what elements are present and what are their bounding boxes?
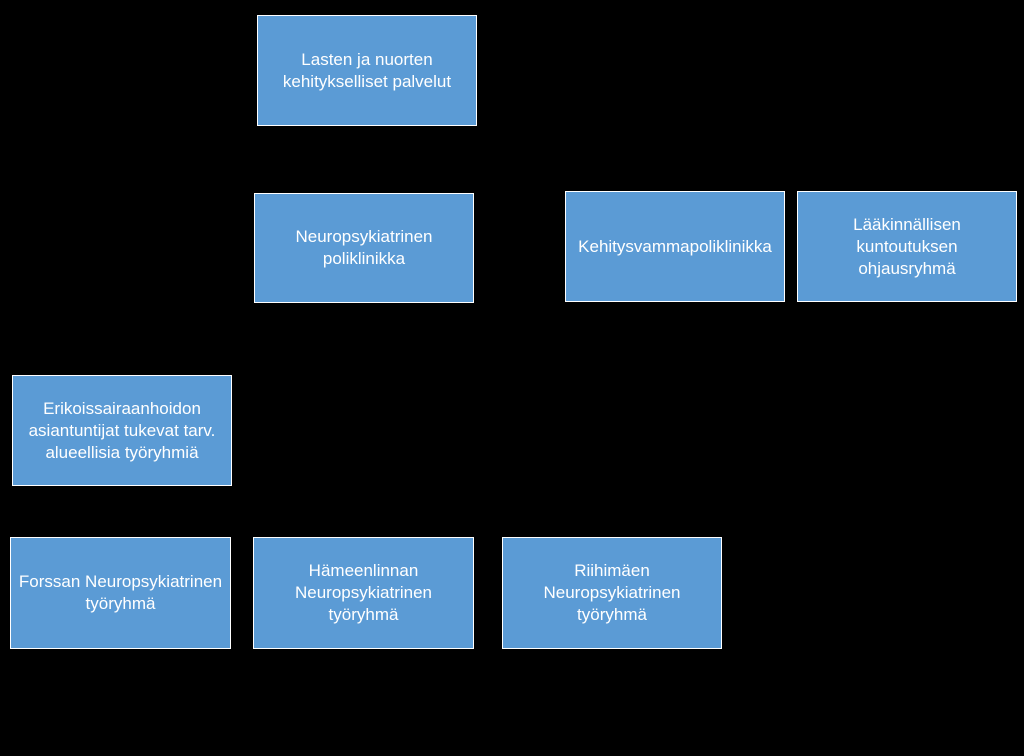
medical-rehabilitation-group-node: Lääkinnällisen kuntoutuksen ohjausryhmä xyxy=(797,191,1017,302)
root-node: Lasten ja nuorten kehitykselliset palvel… xyxy=(257,15,477,126)
forssa-team-node: Forssan Neuropsykiatrinen työryhmä xyxy=(10,537,231,649)
neuropsychiatric-clinic-node: Neuropsykiatrinen poliklinikka xyxy=(254,193,474,303)
hameenlinna-team-node: Hämeenlinnan Neuropsykiatrinen työryhmä xyxy=(253,537,474,649)
riihimaki-team-node: Riihimäen Neuropsykiatrinen työryhmä xyxy=(502,537,722,649)
specialist-support-node: Erikoissairaanhoidon asiantuntijat tukev… xyxy=(12,375,232,486)
root-label: Lasten ja nuorten kehitykselliset palvel… xyxy=(282,49,452,91)
forssa-team-label: Forssan Neuropsykiatrinen työryhmä xyxy=(18,572,223,613)
developmental-disability-clinic-node: Kehitysvammapoliklinikka xyxy=(565,191,785,302)
medical-rehabilitation-group-label: Lääkinnällisen kuntoutuksen ohjausryhmä xyxy=(853,214,961,278)
hameenlinna-team-label: Hämeenlinnan Neuropsykiatrinen työryhmä xyxy=(294,561,432,624)
specialist-support-label: Erikoissairaanhoidon asiantuntijat tukev… xyxy=(28,398,216,462)
connector-tick xyxy=(364,190,367,194)
neuropsychiatric-clinic-label: Neuropsykiatrinen poliklinikka xyxy=(295,227,433,268)
developmental-disability-clinic-label: Kehitysvammapoliklinikka xyxy=(578,236,772,256)
riihimaki-team-label: Riihimäen Neuropsykiatrinen työryhmä xyxy=(543,561,681,624)
